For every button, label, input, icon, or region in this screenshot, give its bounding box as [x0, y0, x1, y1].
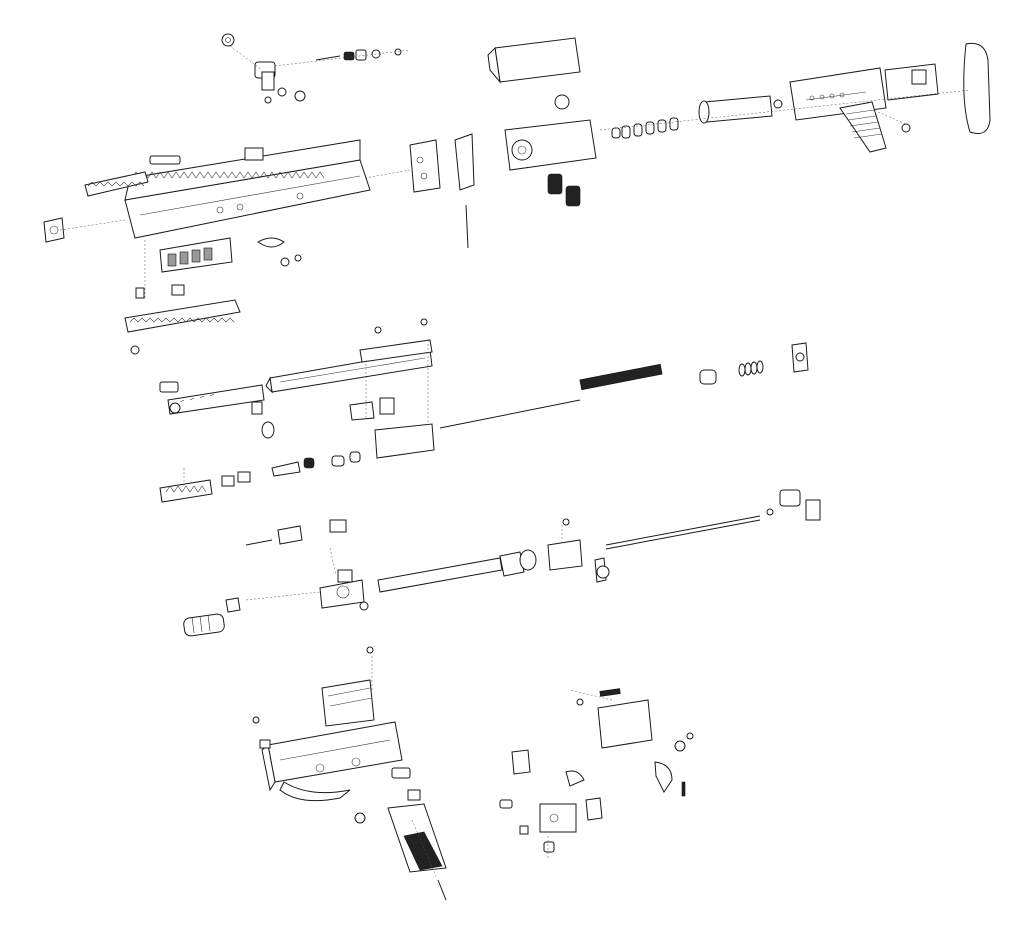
upper-receiver-group: [43, 139, 441, 355]
bolt-carrier-group: [159, 318, 809, 503]
muzzle-brake: [183, 613, 225, 637]
top-rail-teeth: [131, 171, 325, 179]
buffer-spring-2: [738, 360, 764, 377]
small-parts-cluster-top: [221, 33, 411, 104]
grip-texture: [403, 831, 443, 871]
buffer-spring: [611, 117, 679, 139]
lower-receiver-group: [252, 646, 447, 901]
trigger-group: [499, 688, 694, 860]
handguard-and-stock-group: [454, 37, 991, 249]
barrel-and-gas-system-group: [183, 489, 821, 637]
recoil-spring: [579, 363, 663, 391]
